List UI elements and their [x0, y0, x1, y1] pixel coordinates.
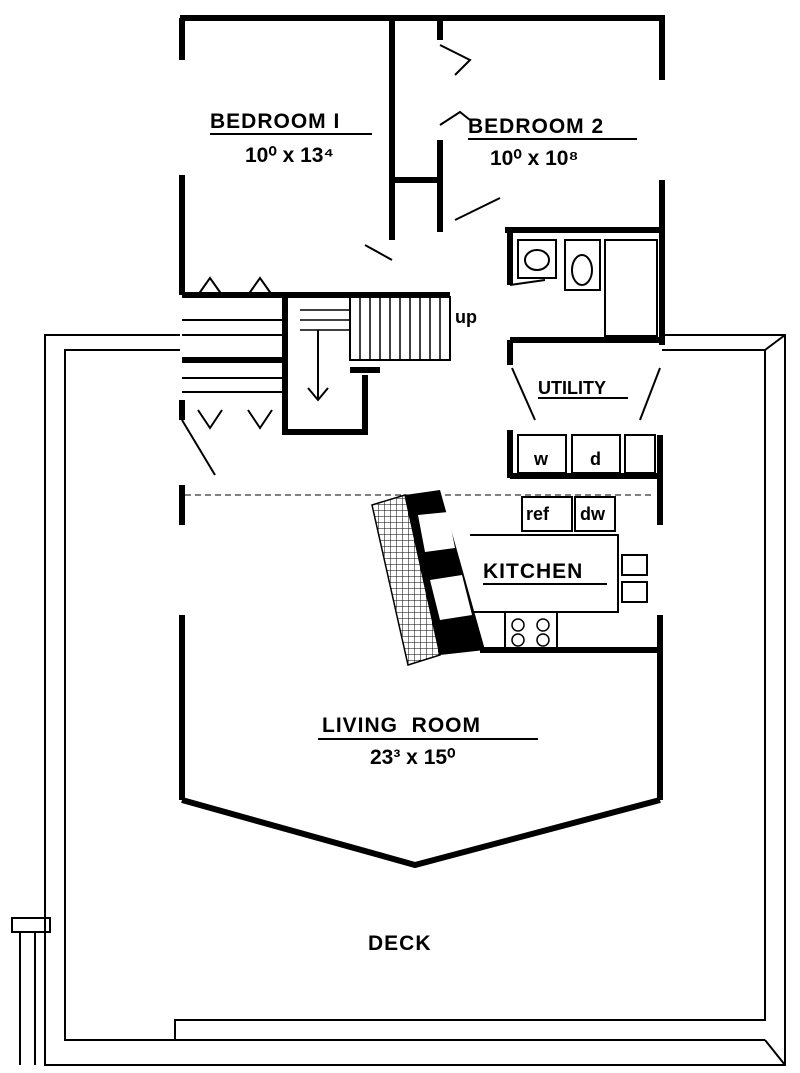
refrigerator — [521, 496, 573, 532]
living-room-size: 23³ x 15⁰ — [370, 746, 456, 769]
entry-closets — [181, 276, 285, 476]
bedroom2-size: 10⁰ x 10⁸ — [490, 147, 578, 170]
deck-railing-post — [11, 917, 51, 933]
kitchen-label: KITCHEN — [483, 560, 583, 583]
interior-walls — [364, 18, 662, 365]
exterior-walls — [179, 15, 665, 869]
dishwasher-label: dw — [580, 504, 606, 524]
refrigerator-label: ref — [526, 504, 550, 524]
utility-room — [507, 367, 661, 479]
deck — [11, 334, 786, 1066]
utility-label: UTILITY — [538, 378, 606, 398]
stairs-down-arrow-icon — [307, 387, 329, 402]
toilet — [564, 239, 601, 291]
deck-label: DECK — [368, 932, 432, 955]
bedroom2-door — [454, 197, 501, 221]
fireplace — [371, 490, 485, 666]
bedroom2-label: BEDROOM 2 — [468, 115, 604, 138]
living-room-label: LIVING ROOM — [322, 714, 481, 737]
sink — [517, 239, 557, 279]
bedroom1-size: 10⁰ x 13⁴ — [245, 144, 334, 167]
bedroom1-door — [364, 244, 393, 261]
washer — [517, 434, 567, 474]
front-door — [181, 419, 216, 476]
staircase — [282, 292, 451, 435]
washer-label: w — [533, 449, 549, 469]
dryer-label: d — [590, 449, 601, 469]
stairs-up-label: up — [455, 307, 477, 327]
bedroom1-label: BEDROOM I — [210, 110, 340, 133]
dryer — [571, 434, 621, 474]
bathtub — [604, 239, 658, 337]
dishwasher — [574, 496, 616, 532]
